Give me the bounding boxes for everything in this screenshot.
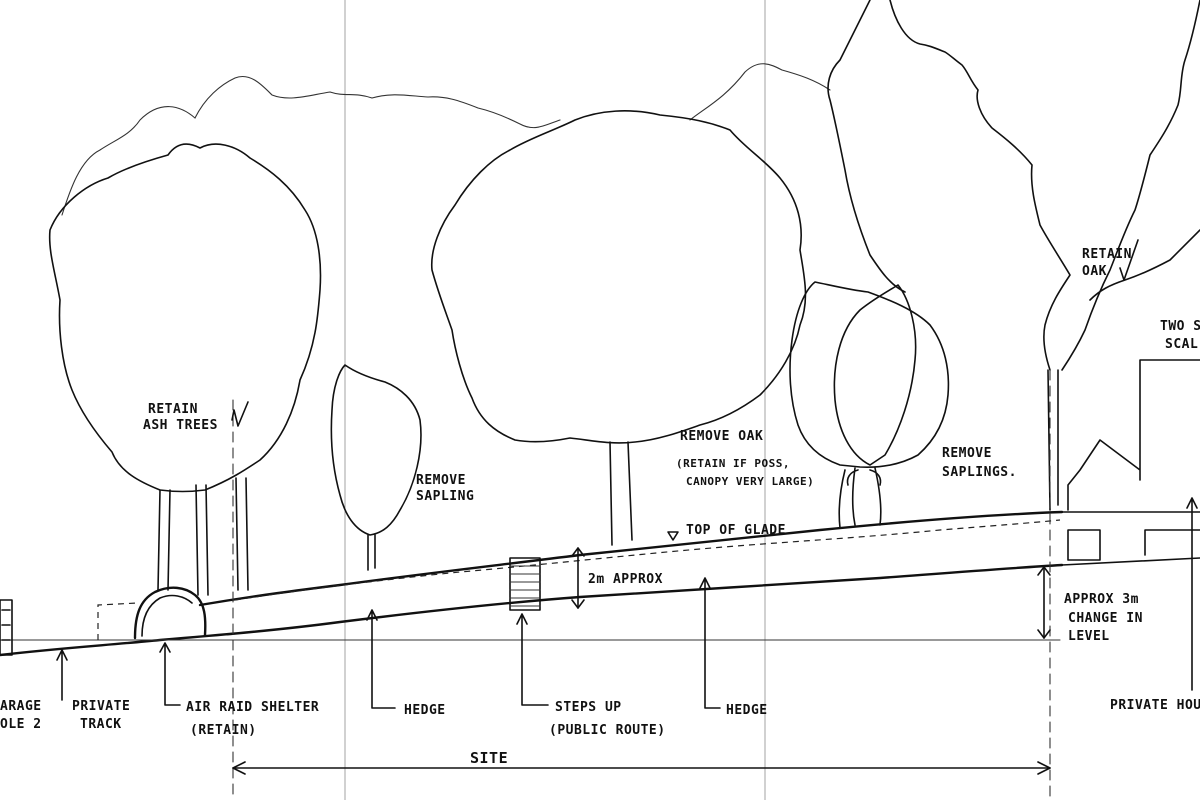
label-top-of-glade: TOP OF GLADE <box>686 523 786 538</box>
central-oak-trunk <box>627 441 633 541</box>
air-raid-leader <box>159 642 181 706</box>
steps-up-leader <box>516 613 549 706</box>
private-house-window <box>1144 529 1200 556</box>
ash-tree-canopy <box>48 143 322 493</box>
retain-ash-tick-icon <box>231 401 249 427</box>
two-m-arrow-top <box>571 547 585 557</box>
label-private: PRIVATE <box>72 699 130 714</box>
label-hedge-left: HEDGE <box>404 703 446 718</box>
label-track: TRACK <box>80 717 122 732</box>
label-hole-2: OLE 2 <box>0 717 42 732</box>
ash-tree-trunk <box>157 489 161 591</box>
label-air-raid-shelter: AIR RAID SHELTER <box>186 700 319 715</box>
three-m-arrow-bottom <box>1037 629 1051 639</box>
central-oak-canopy <box>430 110 807 444</box>
label-two-storey: TWO S <box>1160 319 1200 334</box>
ash-tree-trunk <box>205 484 209 596</box>
hedge-left-leader <box>366 609 396 709</box>
saplings-canopy <box>789 281 950 468</box>
private-house-window <box>1067 529 1101 561</box>
label-remove-oak-note: CANOPY VERY LARGE) <box>686 475 814 488</box>
label-remove-saplings: REMOVE <box>942 446 992 461</box>
retained-oak-stem <box>1089 229 1200 301</box>
label-remove-sapling: REMOVE <box>416 473 466 488</box>
label-remove-oak-note: (RETAIN IF POSS, <box>676 457 790 470</box>
label-change-in: CHANGE IN <box>1068 611 1143 626</box>
retain-oak-tick-icon <box>1119 239 1139 281</box>
air-raid-shelter-dashed <box>97 602 139 640</box>
label-garage: ARAGE <box>0 699 42 714</box>
private-track-leader <box>56 649 68 701</box>
label-scale: SCAL <box>1165 337 1198 352</box>
label-private-house: PRIVATE HOU <box>1110 698 1200 713</box>
two-m-arrow-bottom <box>571 599 585 609</box>
label-level: LEVEL <box>1068 629 1110 644</box>
label-steps-up: STEPS UP <box>555 700 622 715</box>
steps-up <box>509 557 541 611</box>
sapling-stem <box>846 469 882 486</box>
label-remove-oak: REMOVE OAK <box>680 429 763 444</box>
label-oak: OAK <box>1082 264 1107 279</box>
garage-box <box>0 599 13 656</box>
top-of-glade-marker <box>667 531 679 541</box>
label-retain: (RETAIN) <box>190 723 257 738</box>
retained-oak-canopy <box>889 0 1200 371</box>
background-canopy-outline-right <box>689 63 831 121</box>
ash-tree-trunk <box>167 489 171 591</box>
ash-tree-trunk <box>235 477 239 591</box>
label-ash-trees: ASH TREES <box>143 418 218 433</box>
label-retain-oak: RETAIN <box>1082 247 1132 262</box>
right-lower-level <box>1061 557 1200 566</box>
label-sapling: SAPLING <box>416 489 474 504</box>
ash-tree-trunk <box>245 477 249 591</box>
label-two-m-approx: 2m APPROX <box>588 572 663 587</box>
site-arrow-left <box>232 761 246 775</box>
label-approx-3m: APPROX 3m <box>1064 592 1139 607</box>
central-oak-trunk <box>609 441 613 546</box>
three-m-arrow-top <box>1037 566 1051 576</box>
sapling-stem <box>838 467 882 529</box>
background-canopy-outline <box>61 76 561 216</box>
ash-tree-trunk <box>195 484 199 596</box>
site-arrow-right <box>1037 761 1051 775</box>
glade-dashed-profile <box>234 519 1061 601</box>
label-public-route: (PUBLIC ROUTE) <box>549 723 666 738</box>
saplings-canopy-inner <box>833 284 917 466</box>
label-hedge-right: HEDGE <box>726 703 768 718</box>
right-tree-canopy <box>827 0 906 293</box>
label-saplings: SAPLINGS. <box>942 465 1017 480</box>
private-house-leader <box>1186 497 1198 691</box>
label-site: SITE <box>470 749 508 767</box>
air-raid-shelter-inner <box>141 594 193 637</box>
label-retain-ash: RETAIN <box>148 402 198 417</box>
hedge-right-leader <box>699 577 721 709</box>
private-house-outline <box>1067 359 1200 511</box>
sapling-canopy <box>330 364 422 536</box>
air-raid-shelter <box>133 586 207 640</box>
